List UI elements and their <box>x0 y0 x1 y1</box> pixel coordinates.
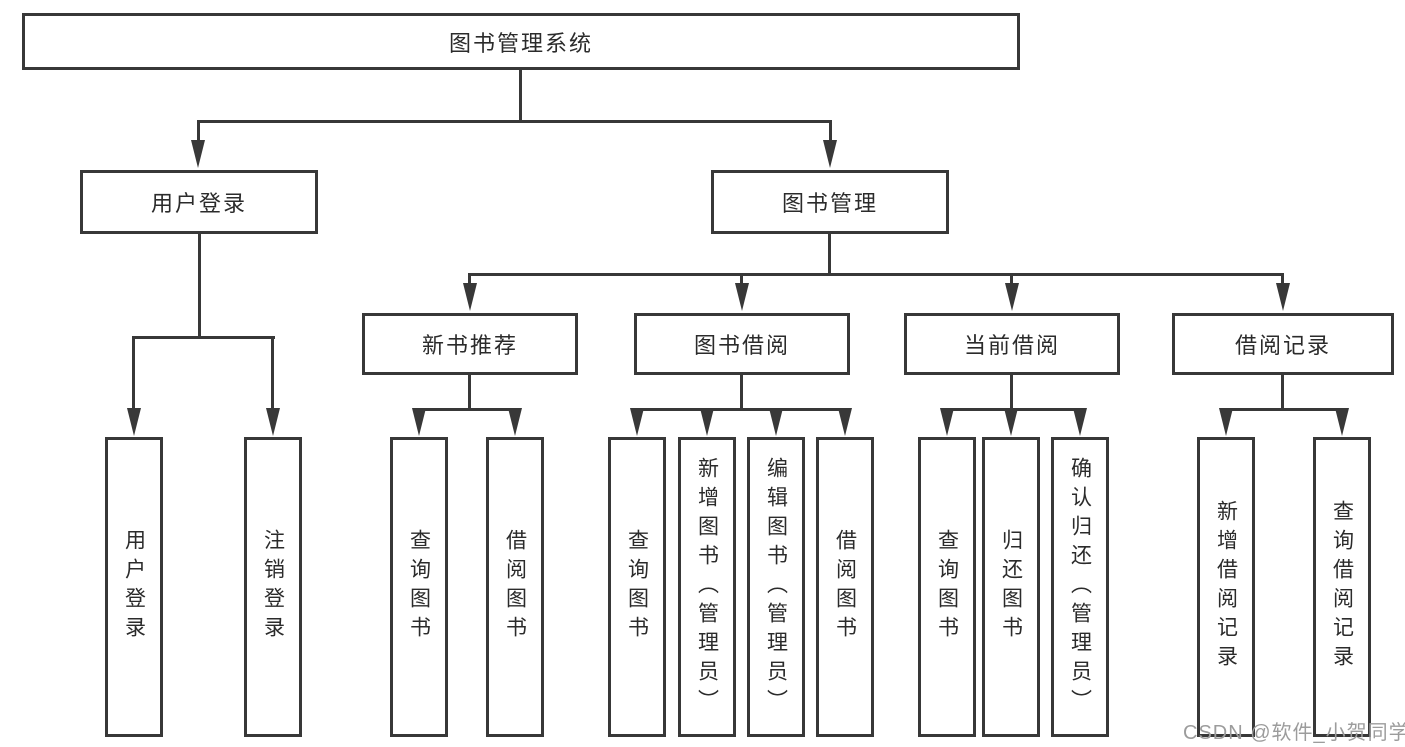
node-label: 当前借阅 <box>963 333 1060 358</box>
node-label: 新书推荐 <box>421 333 518 358</box>
connector-borrowrecord-stem <box>1281 375 1284 410</box>
arrow-down-icon <box>508 408 522 436</box>
leaf-add-borrow-record: 新增借阅记录 <box>1197 437 1255 737</box>
arrow-down-icon <box>191 140 205 168</box>
leaf-label: 编辑图书（管理员） <box>764 456 788 718</box>
leaf-label: 查询图书 <box>407 529 431 645</box>
leaf-user-login: 用户登录 <box>105 437 163 737</box>
leaf-query-book-newbook: 查询图书 <box>390 437 448 737</box>
leaf-label: 用户登录 <box>122 529 146 645</box>
arrow-down-icon <box>940 408 954 436</box>
connector-root-drop-right <box>829 120 832 142</box>
arrow-down-icon <box>1005 283 1019 311</box>
leaf-label: 借阅图书 <box>833 529 857 645</box>
arrow-down-icon <box>838 408 852 436</box>
arrow-down-icon <box>735 283 749 311</box>
leaf-confirm-return-admin: 确认归还（管理员） <box>1051 437 1109 737</box>
node-borrow-record: 借阅记录 <box>1172 313 1394 375</box>
connector-root-drop-left <box>197 120 200 142</box>
connector-currentborrow-stem <box>1010 375 1013 410</box>
arrow-down-icon <box>266 408 280 436</box>
connector-newbook-stem <box>468 375 471 410</box>
leaf-query-borrow-record: 查询借阅记录 <box>1313 437 1371 737</box>
leaf-logout: 注销登录 <box>244 437 302 737</box>
node-book-mgmt: 图书管理 <box>711 170 949 234</box>
arrow-down-icon <box>700 408 714 436</box>
arrow-down-icon <box>823 140 837 168</box>
node-current-borrow: 当前借阅 <box>904 313 1120 375</box>
leaf-label: 确认归还（管理员） <box>1068 456 1092 718</box>
leaf-label: 新增借阅记录 <box>1214 500 1238 674</box>
connector-bookmgmt-stem <box>828 234 831 275</box>
node-book-borrow: 图书借阅 <box>634 313 850 375</box>
connector-bookborrow-rail <box>635 408 847 411</box>
connector-userlogin-drop-2 <box>271 336 274 410</box>
node-label: 用户登录 <box>150 191 247 216</box>
connector-borrowrecord-rail <box>1224 408 1344 411</box>
connector-userlogin-stem <box>198 234 201 336</box>
node-label: 借阅记录 <box>1234 333 1331 358</box>
connector-root-stem <box>519 70 522 120</box>
leaf-query-book-current: 查询图书 <box>918 437 976 737</box>
connector-root-rail <box>197 120 832 123</box>
connector-bookborrow-stem <box>740 375 743 410</box>
arrow-down-icon <box>1073 408 1087 436</box>
node-label: 图书借阅 <box>693 333 790 358</box>
node-new-book: 新书推荐 <box>362 313 578 375</box>
leaf-borrow-book-newbook: 借阅图书 <box>486 437 544 737</box>
leaf-label: 查询图书 <box>935 529 959 645</box>
arrow-down-icon <box>412 408 426 436</box>
leaf-label: 借阅图书 <box>503 529 527 645</box>
node-label: 图书管理系统 <box>448 30 593 56</box>
leaf-label: 新增图书（管理员） <box>695 456 719 718</box>
connector-newbook-rail <box>417 408 517 411</box>
leaf-edit-book-admin: 编辑图书（管理员） <box>747 437 805 737</box>
arrow-down-icon <box>1004 408 1018 436</box>
node-label: 图书管理 <box>781 191 878 216</box>
arrow-down-icon <box>1276 283 1290 311</box>
node-user-login: 用户登录 <box>80 170 318 234</box>
connector-userlogin-rail <box>132 336 275 339</box>
node-root: 图书管理系统 <box>22 13 1020 70</box>
leaf-query-book-borrow: 查询图书 <box>608 437 666 737</box>
connector-userlogin-drop-1 <box>132 336 135 410</box>
connector-bookmgmt-rail <box>468 273 1283 276</box>
leaf-label: 归还图书 <box>999 529 1023 645</box>
connector-bookmgmt-drop-3 <box>1010 273 1013 287</box>
arrow-down-icon <box>1219 408 1233 436</box>
leaf-label: 查询图书 <box>625 529 649 645</box>
arrow-down-icon <box>463 283 477 311</box>
leaf-add-book-admin: 新增图书（管理员） <box>678 437 736 737</box>
csdn-watermark: CSDN @软件_小贺同学 <box>1183 722 1405 744</box>
arrow-down-icon <box>630 408 644 436</box>
arrow-down-icon <box>769 408 783 436</box>
leaf-borrow-book: 借阅图书 <box>816 437 874 737</box>
leaf-label: 查询借阅记录 <box>1330 500 1354 674</box>
arrow-down-icon <box>1335 408 1349 436</box>
connector-bookmgmt-drop-1 <box>468 273 471 287</box>
connector-bookmgmt-drop-2 <box>740 273 743 287</box>
leaf-return-book: 归还图书 <box>982 437 1040 737</box>
connector-bookmgmt-drop-4 <box>1281 273 1284 287</box>
leaf-label: 注销登录 <box>261 529 285 645</box>
arrow-down-icon <box>127 408 141 436</box>
